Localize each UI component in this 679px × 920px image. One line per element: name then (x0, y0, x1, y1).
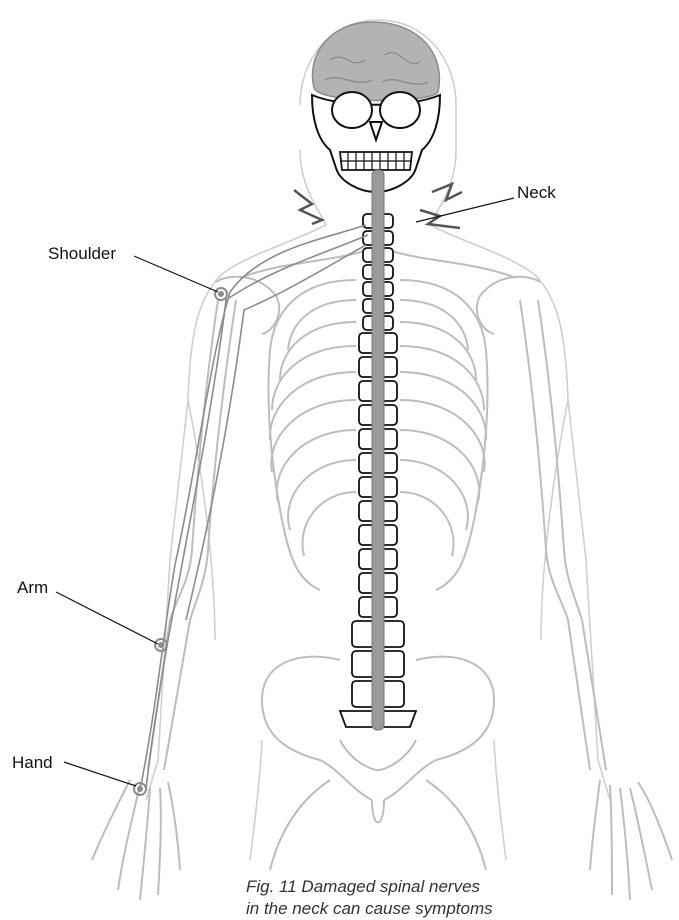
nerves (140, 225, 368, 790)
figure-caption: Fig. 11 Damaged spinal nerves in the nec… (246, 876, 493, 920)
caption-line-2: in the neck can cause symptoms (246, 898, 493, 920)
label-hand: Hand (12, 753, 53, 773)
caption-line-1: Fig. 11 Damaged spinal nerves (246, 876, 493, 898)
brain-icon (312, 22, 439, 101)
label-arm: Arm (17, 578, 48, 598)
leader-lines (56, 198, 514, 786)
label-neck: Neck (517, 183, 556, 203)
spine-icon (372, 170, 384, 730)
skull-icon (312, 22, 440, 192)
label-shoulder: Shoulder (48, 244, 116, 264)
